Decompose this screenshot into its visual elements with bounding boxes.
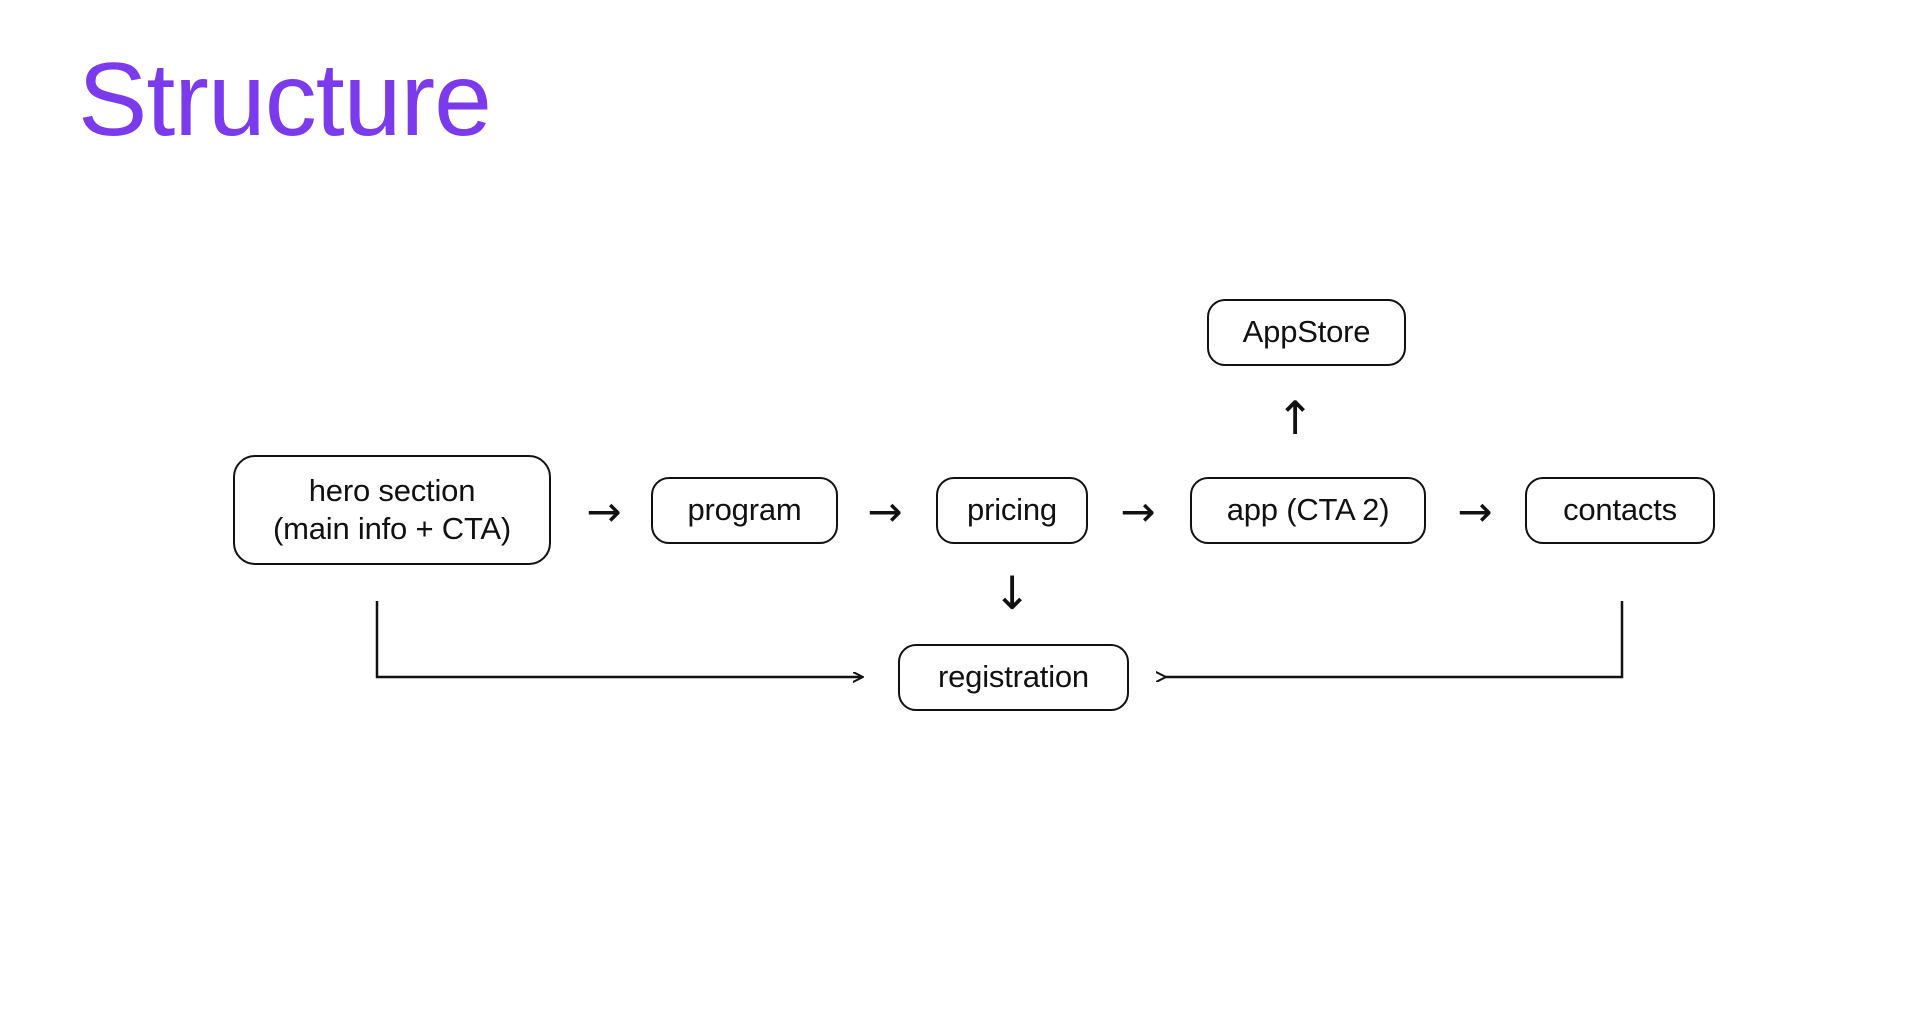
arrow-down-icon-pricing-to-registration: ↓ [992, 566, 1032, 620]
arrow-right-icon-app-to-contacts: → [1457, 487, 1493, 536]
page-title: Structure [78, 42, 492, 158]
node-program[interactable]: program [651, 477, 838, 544]
node-hero-section[interactable]: hero section (main info + CTA) [233, 455, 551, 565]
node-pricing[interactable]: pricing [936, 477, 1088, 544]
node-registration[interactable]: registration [898, 644, 1129, 711]
arrow-right-icon-pricing-to-app: → [1120, 487, 1156, 536]
arrow-up-icon-app-to-appstore: ↑ [1275, 391, 1315, 445]
node-app-cta2[interactable]: app (CTA 2) [1190, 477, 1426, 544]
arrow-right-icon-program-to-pricing: → [867, 487, 903, 536]
edge-contacts-to-registration [1165, 601, 1624, 677]
edge-hero-to-registration [375, 601, 862, 677]
arrow-right-icon-hero-to-program: → [586, 487, 622, 536]
node-appstore[interactable]: AppStore [1207, 299, 1406, 366]
node-contacts[interactable]: contacts [1525, 477, 1715, 544]
